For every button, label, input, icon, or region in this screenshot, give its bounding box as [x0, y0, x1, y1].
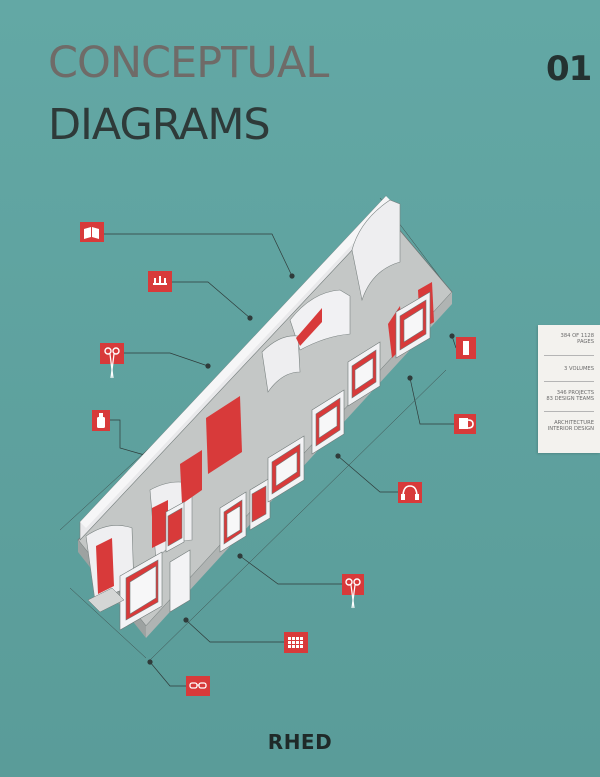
bottle-icon [92, 410, 110, 431]
info-divider [544, 381, 594, 382]
keyboard-icon [284, 632, 308, 653]
mug-icon [454, 414, 476, 434]
title-line-2: DIAGRAMS [48, 100, 271, 150]
info-projects: 346 PROJECTS 83 DESIGN TEAMS [546, 390, 594, 403]
scissors-icon [342, 574, 364, 609]
book-icon [80, 222, 104, 242]
publisher-name: RHED [267, 730, 333, 754]
info-disciplines: ARCHITECTURE INTERIOR DESIGN [547, 420, 594, 433]
glasses-icon [186, 676, 210, 696]
scissors-icon [100, 343, 124, 379]
headphones-icon [398, 482, 422, 503]
building-model [77, 195, 453, 638]
display-shelf-icon [148, 271, 172, 292]
info-pages: 384 OF 1128 PAGES [560, 333, 594, 346]
volume-number: 01 [546, 49, 592, 89]
info-divider [544, 411, 594, 412]
info-volumes: 3 VOLUMES [564, 366, 594, 372]
lipstick-icon [456, 337, 476, 359]
info-divider [544, 355, 594, 356]
info-tab: 384 OF 1128 PAGES 3 VOLUMES 346 PROJECTS… [538, 325, 600, 453]
title-line-1: CONCEPTUAL [48, 38, 329, 88]
